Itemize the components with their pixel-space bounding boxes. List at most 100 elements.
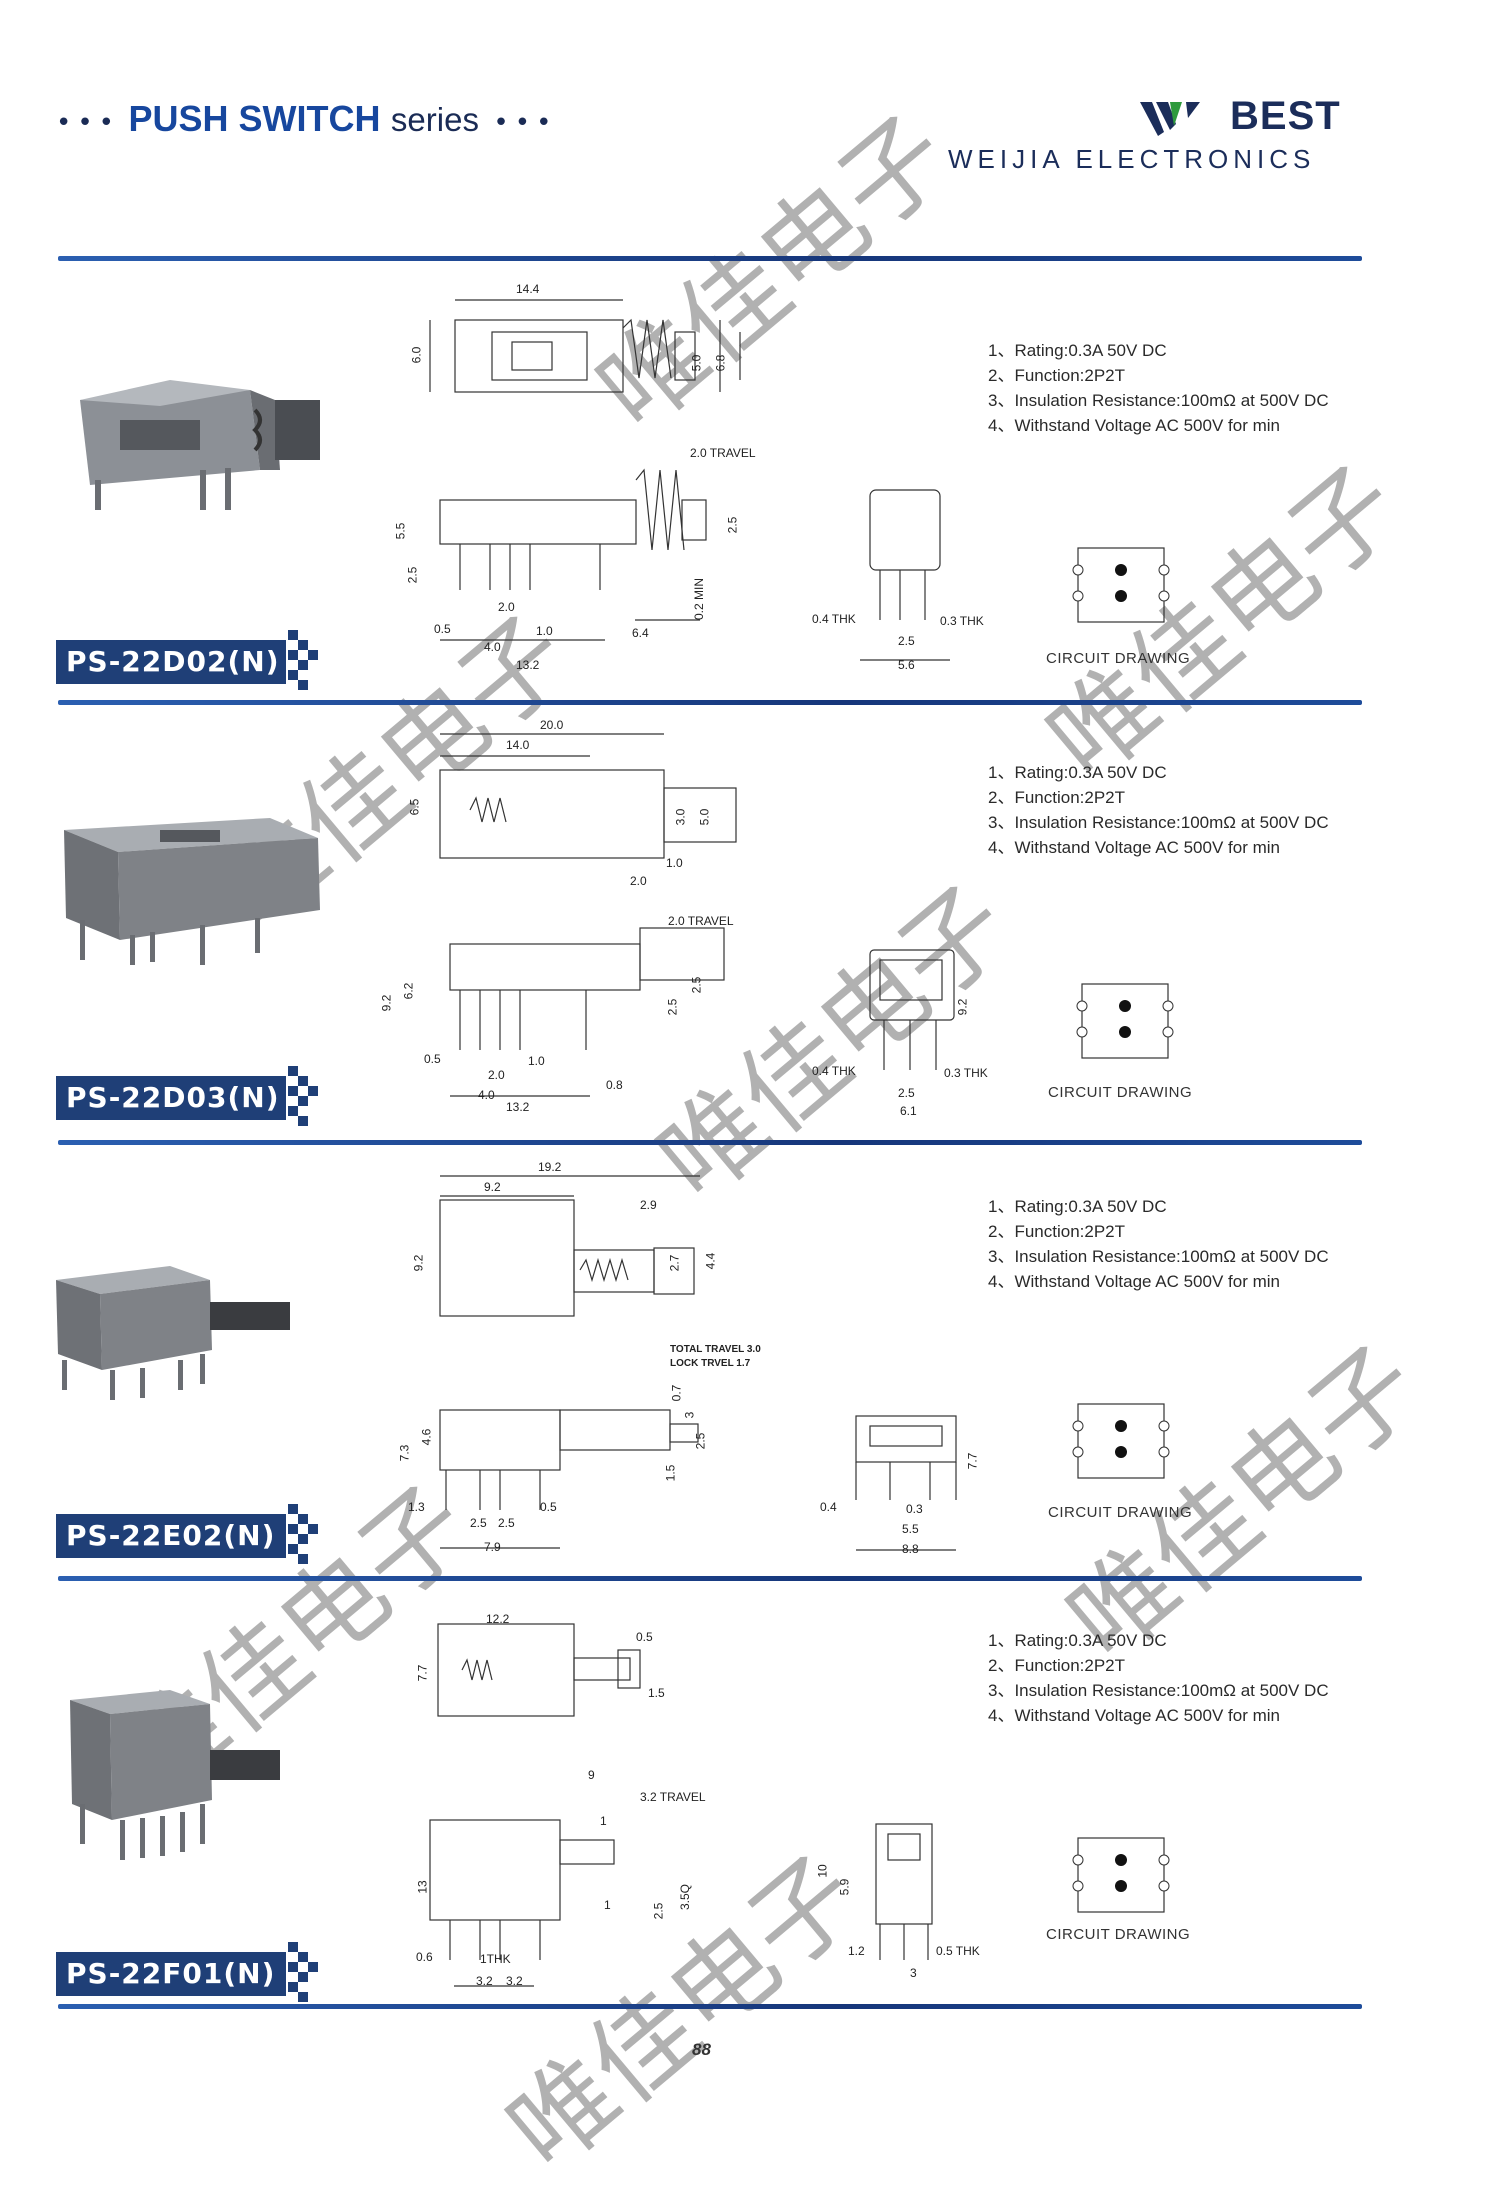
dim-total-travel: TOTAL TRAVEL 3.0 (670, 1344, 761, 1355)
brand-name: BEST (1230, 94, 1341, 138)
badge-pixel-icon (288, 1504, 318, 1564)
badge-pixel-icon (288, 1066, 318, 1126)
circuit-label-2: CIRCUIT DRAWING (1048, 1084, 1193, 1101)
dim-6-2: 6.2 (401, 982, 416, 1000)
spec-list-3: 1、Rating:0.3A 50V DC 2、Function:2P2T 3、I… (988, 1194, 1368, 1294)
dim-13-2b: 13.2 (506, 1100, 530, 1114)
spec-item: 2、Function:2P2T (988, 788, 1126, 807)
dim-10: 10 (815, 1864, 830, 1878)
dim-4-0b: 4.0 (478, 1088, 495, 1102)
dim-0-5b: 0.5 (424, 1052, 441, 1066)
dim-1-0b: 1.0 (666, 856, 683, 870)
spec-list-1: 1、Rating:0.3A 50V DC 2、Function:2P2T 3、I… (988, 338, 1368, 438)
dim-4-6: 4.6 (419, 1428, 434, 1446)
dim-13: 13 (415, 1880, 430, 1894)
dim-1-5: 1.5 (663, 1464, 678, 1482)
product-photo-3 (56, 1266, 290, 1400)
dim-0-3-thk-b: 0.3 THK (944, 1066, 988, 1080)
end-view-drawing-1 (860, 489, 950, 661)
dim-1thk: 1THK (480, 1952, 511, 1966)
dim-1-0: 1.0 (536, 624, 553, 638)
dim-0-5: 0.5 (434, 622, 451, 636)
top-view-drawing-4 (437, 1623, 641, 1717)
dim-5-5: 5.5 (393, 522, 408, 540)
header-dots-left: ••• (56, 108, 121, 138)
product-photo-1 (80, 380, 320, 510)
top-view-drawing-2 (439, 733, 737, 859)
section-divider-1 (58, 700, 1362, 705)
dim-2-0c: 2.0 (488, 1068, 505, 1082)
spec-item: 1、Rating:0.3A 50V DC (988, 1197, 1167, 1216)
dim-4-0: 4.0 (484, 640, 501, 654)
end-view-drawing-2 (869, 949, 955, 1070)
dim-7-7b: 7.7 (415, 1664, 430, 1682)
header-title-bold: PUSH SWITCH (128, 98, 381, 139)
circuit-label-4: CIRCUIT DRAWING (1046, 1926, 1191, 1943)
dim-9-2d: 9.2 (411, 1254, 426, 1272)
circuit-diagram-4 (1072, 1837, 1170, 1913)
dim-5-6: 5.6 (898, 658, 915, 672)
dim-2-0b: 2.0 (630, 874, 647, 888)
dim-2-7: 2.7 (667, 1254, 682, 1272)
header-title-light: series (390, 101, 479, 138)
header-dots-right: ••• (493, 108, 558, 138)
dim-2-0-travel-b: 2.0 TRAVEL (668, 914, 734, 928)
dim-13-2: 13.2 (516, 658, 540, 672)
dim-1b: 1 (604, 1898, 611, 1912)
brand-logo: BEST (1140, 94, 1360, 184)
circuit-label-3: CIRCUIT DRAWING (1048, 1504, 1193, 1521)
dim-7-9: 7.9 (484, 1540, 501, 1554)
page-number: 88 (692, 2040, 711, 2059)
dim-6-4: 6.4 (632, 626, 649, 640)
dim-8-8: 8.8 (902, 1542, 919, 1556)
dim-3-2a: 3.2 (476, 1974, 493, 1988)
model-badge-4: PS-22F01(N) (56, 1952, 286, 1996)
dim-lock-travel: LOCK TRVEL 1.7 (670, 1358, 751, 1369)
dim-2-5c: 2.5 (898, 634, 915, 648)
circuit-diagram-1 (1072, 547, 1170, 623)
dim-2-0-travel: 2.0 TRAVEL (690, 446, 756, 460)
dim-12-2: 12.2 (486, 1612, 510, 1626)
dim-9-2: 9.2 (379, 994, 394, 1012)
dim-2-5f: 2.5 (898, 1086, 915, 1100)
dim-2-5e: 2.5 (689, 976, 704, 994)
dim-0-5d: 0.5 (636, 1630, 653, 1644)
end-view-drawing-4 (875, 1823, 933, 1960)
dim-3-2b: 3.2 (506, 1974, 523, 1988)
model-badge-3: PS-22E02(N) (56, 1514, 286, 1558)
spec-item: 1、Rating:0.3A 50V DC (988, 763, 1167, 782)
spec-item: 4、Withstand Voltage AC 500V for min (988, 1272, 1280, 1291)
model-badge-2: PS-22D03(N) (56, 1076, 286, 1120)
spec-item: 3、Insulation Resistance:100mΩ at 500V DC (988, 813, 1329, 832)
dim-0-4: 0.4 (820, 1500, 837, 1514)
dim-14-4: 14.4 (516, 282, 540, 296)
dim-6-0: 6.0 (409, 346, 424, 364)
dim-2-5b: 2.5 (725, 516, 740, 534)
dim-2-0: 2.0 (498, 600, 515, 614)
spec-list-4: 1、Rating:0.3A 50V DC 2、Function:2P2T 3、I… (988, 1628, 1368, 1728)
model-badge-1: PS-22D02(N) (56, 640, 286, 684)
top-view-drawing-1 (429, 299, 741, 393)
spec-item: 3、Insulation Resistance:100mΩ at 500V DC (988, 391, 1329, 410)
spec-item: 4、Withstand Voltage AC 500V for min (988, 416, 1280, 435)
dim-0-4-thk: 0.4 THK (812, 612, 856, 626)
dim-2-5i: 2.5 (498, 1516, 515, 1530)
dim-20-0: 20.0 (540, 718, 564, 732)
dim-2-5a: 2.5 (405, 566, 420, 584)
section-divider-2 (58, 1140, 1362, 1145)
product-photo-4 (70, 1690, 280, 1860)
dim-9-2b: 9.2 (955, 998, 970, 1016)
circuit-diagram-3 (1072, 1403, 1170, 1479)
circuit-diagram-2 (1076, 983, 1174, 1059)
dim-3b: 3 (910, 1966, 917, 1980)
dim-7-3: 7.3 (397, 1444, 412, 1462)
side-view-drawing-3 (439, 1409, 699, 1549)
dim-6-1: 6.1 (900, 1104, 917, 1118)
dim-1-3: 1.3 (408, 1500, 425, 1514)
brand-subtitle: WEIJIA ELECTRONICS (948, 144, 1316, 174)
spec-item: 3、Insulation Resistance:100mΩ at 500V DC (988, 1681, 1329, 1700)
dim-2-9: 2.9 (640, 1198, 657, 1212)
dim-19-2: 19.2 (538, 1160, 562, 1174)
page-header: ••• PUSH SWITCH series ••• (56, 98, 616, 148)
dim-7-7: 7.7 (965, 1452, 980, 1470)
